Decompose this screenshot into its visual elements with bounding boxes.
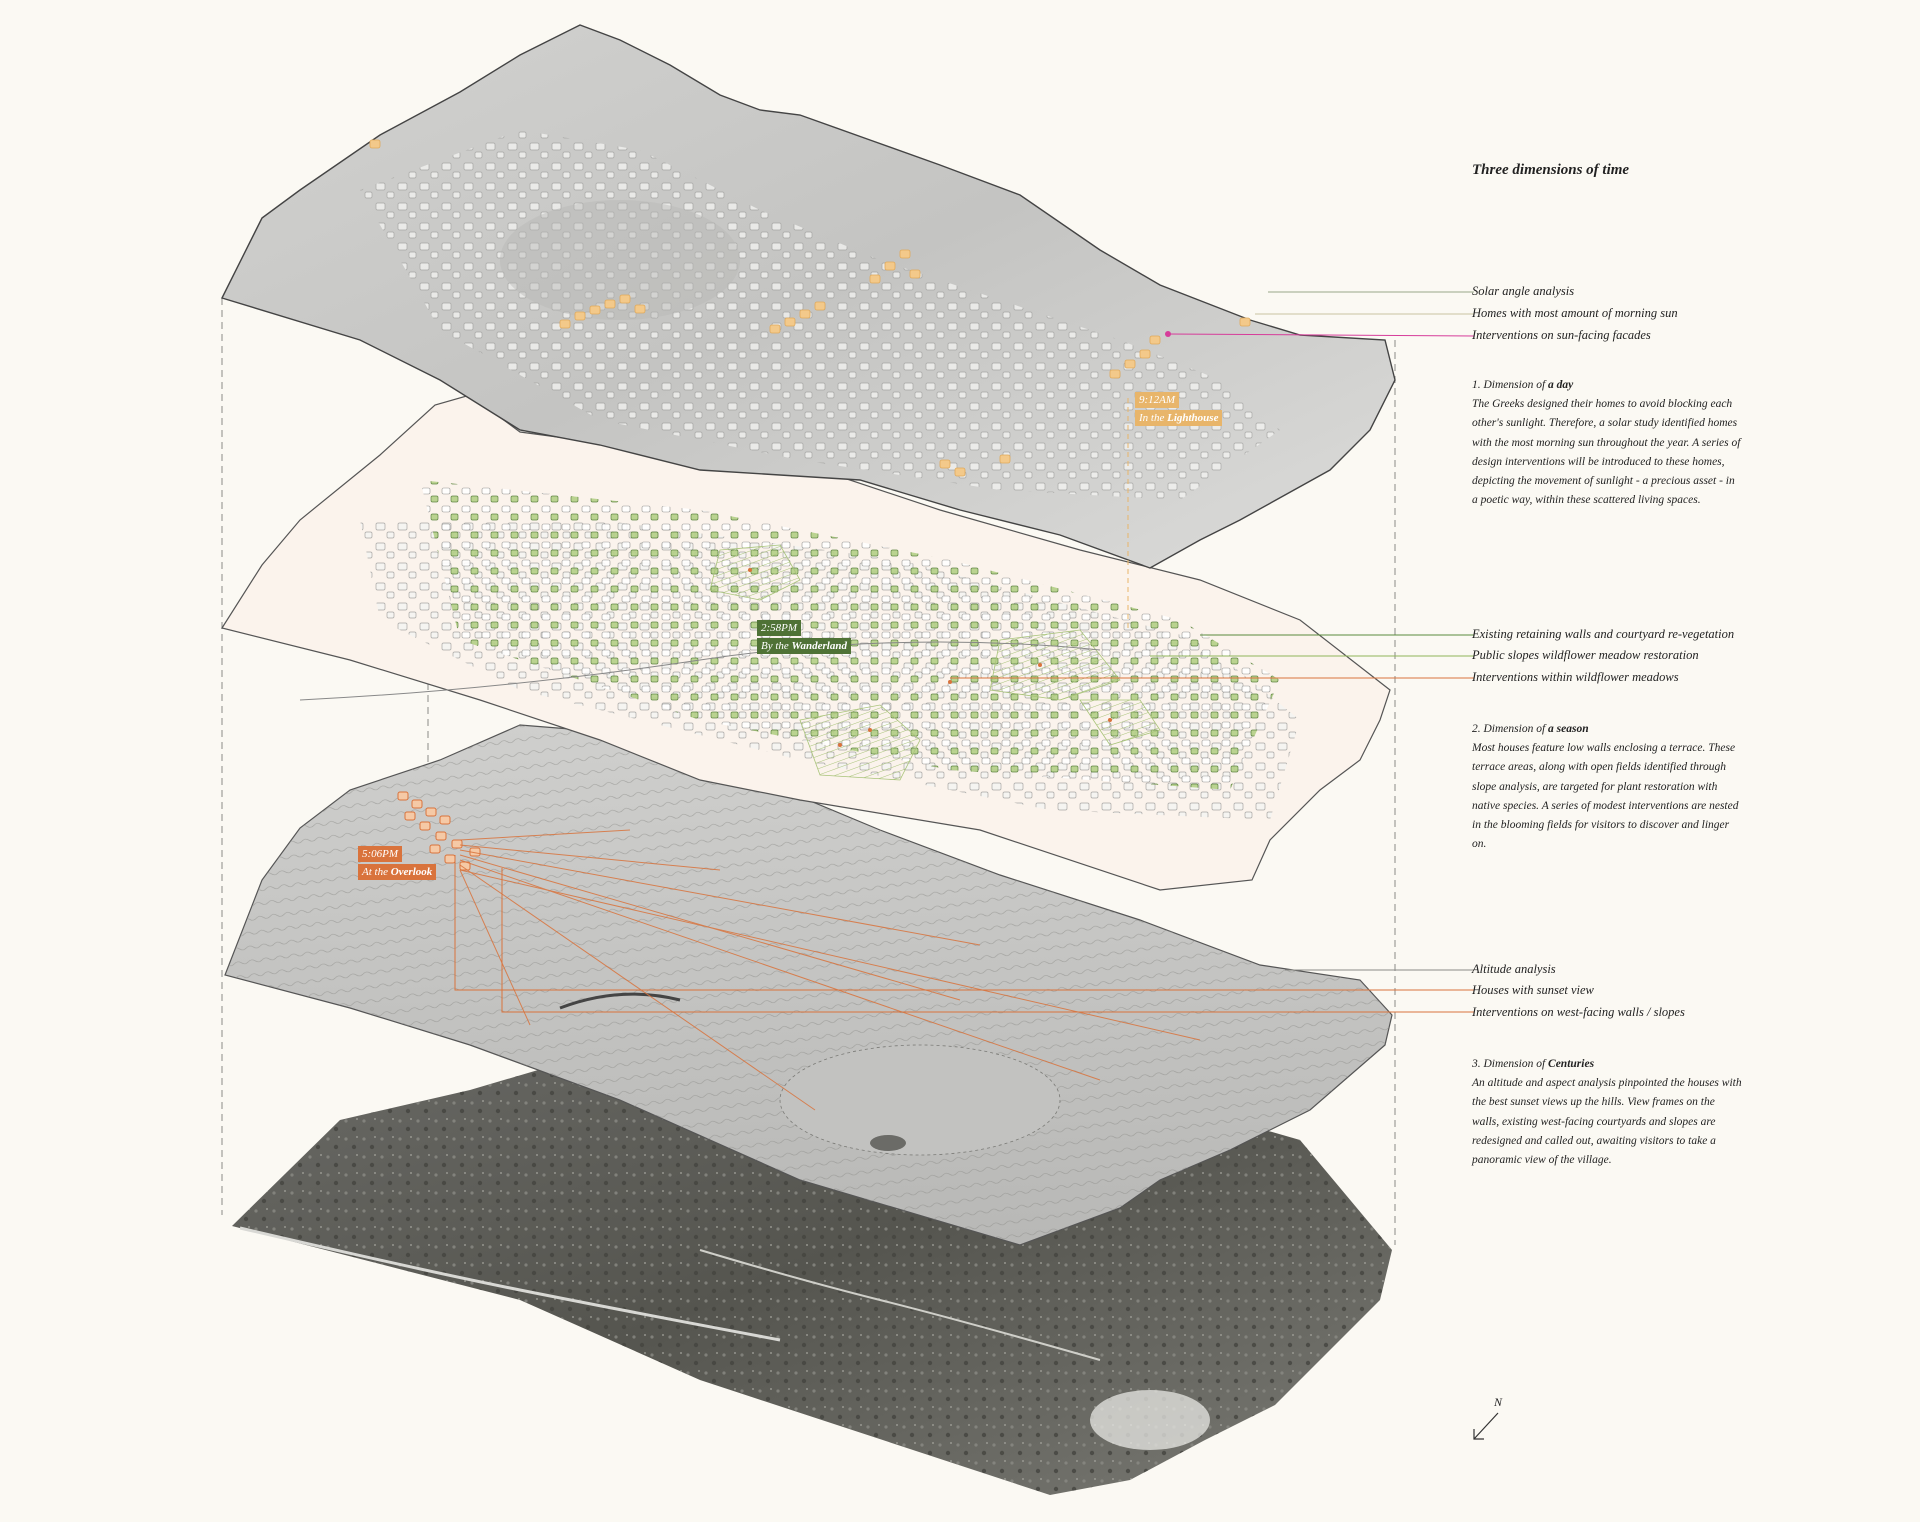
section-centuries-bold: Centuries — [1548, 1058, 1595, 1070]
lighthouse-place-tag: In the Lighthouse — [1135, 410, 1223, 426]
morning-sun-label: Homes with most amount of morning sun — [1472, 306, 1678, 320]
lighthouse-time: 9:12AM — [1139, 394, 1176, 406]
meadow-patch — [1079, 699, 1161, 746]
lighthouse-place-name: Lighthouse — [1167, 412, 1219, 424]
meadow-patch — [709, 544, 801, 601]
north-arrow-icon — [1473, 1412, 1499, 1440]
section-season: 2. Dimension of a season Most houses fea… — [1472, 720, 1742, 854]
lighthouse-place-prefix: In the — [1139, 412, 1168, 424]
wanderland-place-prefix: By the — [761, 640, 792, 652]
meadow-patch — [799, 704, 921, 781]
sunset-houses-cluster — [397, 791, 481, 871]
leader-lines — [454, 291, 1475, 1013]
section-centuries: 3. Dimension of Centuries An altitude an… — [1472, 1055, 1742, 1170]
wildflower-interventions-label: Interventions within wildflower meadows — [1472, 670, 1679, 684]
overlook-time: 5:06PM — [362, 848, 399, 860]
section-day: 1. Dimension of a day The Greeks designe… — [1472, 376, 1742, 510]
overlook-place-name: Overlook — [390, 866, 433, 878]
wanderland-time: 2:58PM — [761, 622, 798, 634]
retaining-walls-label: Existing retaining walls and courtyard r… — [1472, 627, 1735, 641]
wanderland-place-tag: By the Wanderland — [757, 638, 851, 654]
wanderland-place-name: Wanderland — [791, 640, 847, 652]
wanderland-time-tag: 2:58PM — [757, 620, 802, 636]
section-day-heading: 1. Dimension of a day — [1472, 376, 1742, 395]
page-title: Three dimensions of time — [1472, 162, 1630, 178]
overlook-place-tag: At the Overlook — [358, 864, 437, 880]
north-label: N — [1494, 1395, 1503, 1409]
section-centuries-prefix: 3. Dimension of — [1472, 1058, 1549, 1070]
section-season-bold: a season — [1548, 723, 1589, 735]
sunset-houses-label: Houses with sunset view — [1472, 983, 1594, 997]
morning-sun-homes — [369, 139, 1251, 477]
section-season-heading: 2. Dimension of a season — [1472, 720, 1742, 739]
altitude-layer — [224, 724, 1393, 1246]
wildflower-restoration-label: Public slopes wildflower meadow restorat… — [1472, 648, 1699, 662]
meadow-patch — [989, 629, 1121, 701]
section-season-body: Most houses feature low walls enclosing … — [1472, 742, 1739, 851]
section-centuries-heading: 3. Dimension of Centuries — [1472, 1055, 1742, 1074]
section-season-prefix: 2. Dimension of — [1472, 723, 1549, 735]
solar-layer — [221, 24, 1396, 569]
section-centuries-body: An altitude and aspect analysis pinpoint… — [1472, 1077, 1742, 1167]
sun-facing-label: Interventions on sun-facing facades — [1472, 328, 1651, 342]
north-arrow: N — [1468, 1395, 1512, 1445]
west-facing-label: Interventions on west-facing walls / slo… — [1472, 1005, 1685, 1019]
altitude-analysis-label: Altitude analysis — [1472, 962, 1556, 976]
solar-angle-label: Solar angle analysis — [1472, 284, 1575, 298]
overlook-time-tag: 5:06PM — [358, 846, 403, 862]
overlook-place-prefix: At the — [362, 866, 391, 878]
lighthouse-time-tag: 9:12AM — [1135, 392, 1180, 408]
section-day-body: The Greeks designed their homes to avoid… — [1472, 398, 1741, 507]
section-day-prefix: 1. Dimension of — [1472, 379, 1549, 391]
section-day-bold: a day — [1548, 379, 1574, 391]
